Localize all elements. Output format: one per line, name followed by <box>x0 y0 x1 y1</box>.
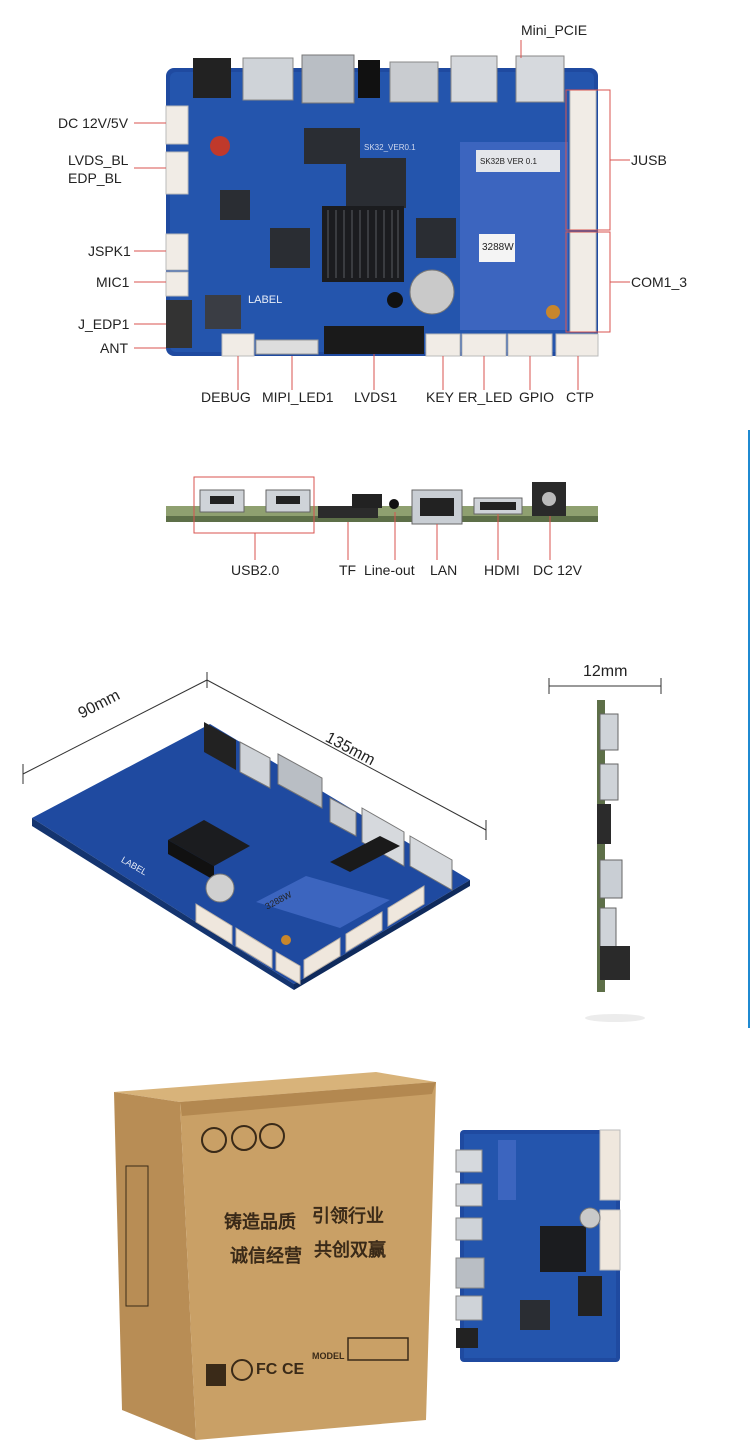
board-side-view <box>166 476 598 560</box>
label-lvds1: LVDS1 <box>354 389 398 405</box>
label-mic: MIC1 <box>96 274 130 290</box>
model-field <box>347 1337 409 1361</box>
label-dc-12v: DC 12V <box>533 562 583 578</box>
label-key: KEY <box>426 389 455 405</box>
pcb-perspective <box>32 724 470 984</box>
lineout-side <box>352 494 382 508</box>
usb-port-2 <box>515 55 565 103</box>
module-text: 3288W <box>482 242 514 253</box>
label-mini-pcie: Mini_PCIE <box>521 22 588 38</box>
label-ctp: CTP <box>566 389 594 405</box>
label-dc: DC 12V/5V <box>58 115 129 131</box>
box-slogan-2a: 诚信经营 <box>230 1246 302 1266</box>
accent-line <box>748 430 750 1028</box>
label-jusb: JUSB <box>631 152 667 168</box>
label-jspk: JSPK1 <box>88 243 131 259</box>
label-usb: USB2.0 <box>231 562 280 578</box>
label-lineout: Line-out <box>364 562 415 578</box>
board-label-text: LABEL <box>248 294 283 306</box>
box-slogan-1b: 引领行业 <box>312 1206 384 1226</box>
box-slogan-2b: 共创双赢 <box>314 1240 386 1260</box>
label-lvds-bl: LVDS_BL <box>68 152 129 168</box>
tf-side <box>318 506 378 518</box>
label-ant: ANT <box>100 340 128 356</box>
board-perspective <box>22 672 662 1022</box>
label-gpio: GPIO <box>519 389 555 405</box>
label-mipi: MIPI_LED1 <box>262 389 334 405</box>
box-model-label: MODEL <box>312 1351 345 1361</box>
label-com: COM1_3 <box>631 274 688 290</box>
dc-jack <box>193 58 231 98</box>
box-slogan-1a: 铸造品质 <box>224 1212 296 1232</box>
fc-mark: FC <box>256 1361 278 1378</box>
label-edp-bl: EDP_BL <box>68 170 122 186</box>
heatsink-perspective <box>168 820 250 866</box>
label-debug: DEBUG <box>201 389 251 405</box>
board-thin-side <box>597 700 605 992</box>
dim-thickness: 12mm <box>583 663 628 680</box>
hdmi-port <box>242 57 294 101</box>
box-front <box>180 1082 436 1440</box>
board-top-view <box>134 40 630 390</box>
usb-callout-box <box>193 476 315 534</box>
sticker-text: SK32B VER 0.1 <box>480 157 537 166</box>
coin-battery <box>409 269 455 315</box>
board-model-text: SK32_VER0.1 <box>364 143 416 152</box>
tf-slot <box>389 61 439 103</box>
label-lan: LAN <box>430 562 458 578</box>
label-jedp: J_EDP1 <box>78 316 130 332</box>
label-tf: TF <box>339 562 357 578</box>
lan-port <box>301 54 355 104</box>
usb-port-1 <box>450 55 498 103</box>
label-er-led: ER_LED <box>458 389 513 405</box>
label-hdmi: HDMI <box>484 562 520 578</box>
ce-mark: CE <box>282 1361 305 1378</box>
